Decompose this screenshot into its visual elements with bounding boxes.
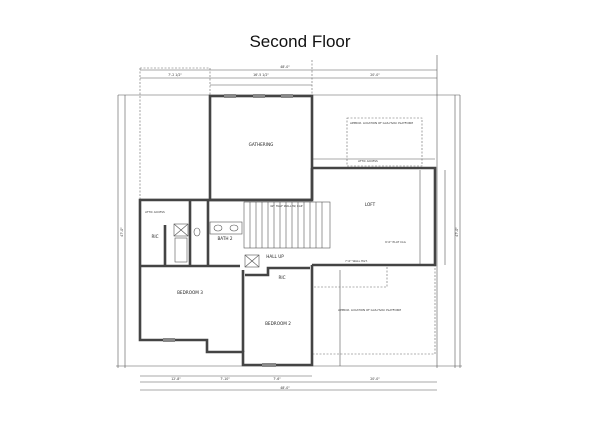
dim-bottom-left: 12'-8" — [171, 377, 181, 381]
room-hall: HALL UP — [266, 254, 284, 259]
dim-left-side: 47'-0" — [120, 227, 124, 237]
room-loft: LOFT — [365, 202, 376, 207]
room-ric-left: RIC — [151, 234, 158, 239]
dim-bottom-mid2: 7'-6" — [273, 377, 281, 381]
note-platform-top: APPROX. LOCATION OF GAS-HVAC PLATFORM — [350, 121, 414, 125]
note-wall-height: 7'-0" WALL HGT. — [345, 259, 368, 263]
note-half-wall: 42" HALF WALL W/ CAP — [270, 204, 303, 208]
dim-left-top: 7'-2 1/2" — [168, 73, 182, 77]
room-bedroom-3: BEDROOM 3 — [177, 290, 203, 295]
hvac-platform-bottom — [311, 264, 388, 288]
dim-right-side: 47'-0" — [455, 227, 459, 237]
windows — [163, 94, 293, 367]
room-bath-2: BATH 2 — [217, 236, 232, 241]
note-attic-access-left: ATTIC ACCESS — [145, 210, 165, 214]
room-bedroom-2: BEDROOM 2 — [265, 321, 291, 326]
dim-overall-top: 48'-0" — [280, 65, 290, 69]
room-gathering: GATHERING — [249, 142, 274, 147]
bath-fixtures — [173, 221, 260, 268]
note-attic-access-loft: ATTIC ACCESS — [358, 159, 378, 163]
note-plat-clg: 9'-0" PLAT CLG — [385, 240, 406, 244]
dim-bottom-mid1: 7'-10" — [220, 377, 230, 381]
dim-bottom-right: 20'-0" — [370, 377, 380, 381]
stairs — [243, 201, 331, 249]
dim-overall-bottom: 48'-0" — [280, 386, 290, 390]
page-title: Second Floor — [249, 32, 351, 51]
dim-right-top: 20'-0" — [370, 73, 380, 77]
note-platform-bottom: APPROX. LOCATION OF GAS-HVAC PLATFORM — [338, 308, 402, 312]
room-ric-right: RIC — [278, 275, 285, 280]
dim-mid-top: 16'-5 1/2" — [253, 73, 269, 77]
hvac-platform-top — [346, 117, 423, 167]
